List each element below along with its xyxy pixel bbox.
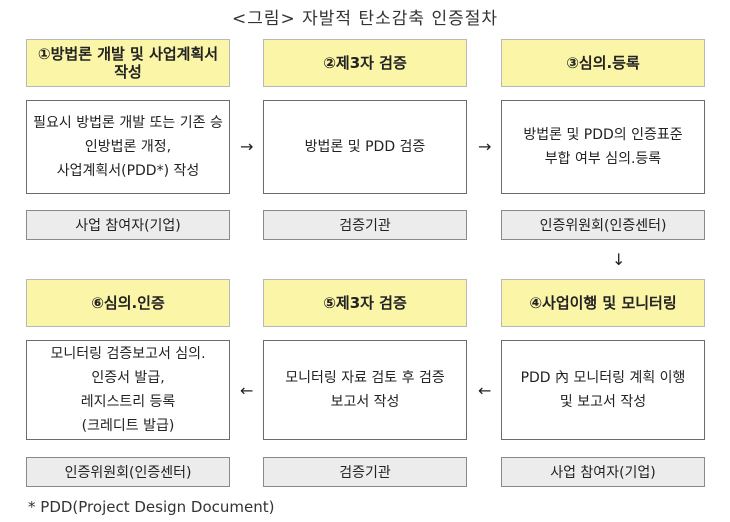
step-3-description: 방법론 및 PDD의 인증표준 부합 여부 심의.등록 [501, 100, 705, 194]
step-6-description: 모니터링 검증보고서 심의. 인증서 발급, 레지스트리 등록 (크레디트 발급… [26, 340, 230, 440]
arrow-left-icon: ← [478, 381, 492, 400]
step-4-description: PDD 內 모니터링 계획 이행 및 보고서 작성 [501, 340, 705, 440]
step-5-actor: 검증기관 [263, 457, 467, 487]
step-1-actor: 사업 참여자(기업) [26, 210, 230, 240]
arrow-right-icon: → [240, 137, 254, 156]
step-2-description: 방법론 및 PDD 검증 [263, 100, 467, 194]
step-1-header: ①방법론 개발 및 사업계획서 작성 [26, 39, 230, 87]
step-5-header: ⑤제3자 검증 [263, 279, 467, 327]
arrow-right-icon: → [478, 137, 492, 156]
step-5-description: 모니터링 자료 검토 후 검증 보고서 작성 [263, 340, 467, 440]
step-6-header: ⑥심의.인증 [26, 279, 230, 327]
step-2-actor: 검증기관 [263, 210, 467, 240]
step-6-actor: 인증위원회(인증센터) [26, 457, 230, 487]
step-4-header: ④사업이행 및 모니터링 [501, 279, 705, 327]
step-3-actor: 인증위원회(인증센터) [501, 210, 705, 240]
footnote: * PDD(Project Design Document) [28, 498, 275, 516]
diagram-title: <그림> 자발적 탄소감축 인증절차 [231, 9, 499, 29]
arrow-left-icon: ← [240, 381, 254, 400]
step-4-actor: 사업 참여자(기업) [501, 457, 705, 487]
step-3-header: ③심의.등록 [501, 39, 705, 87]
step-1-description: 필요시 방법론 개발 또는 기존 승인방법론 개정, 사업계획서(PDD*) 작… [26, 100, 230, 194]
arrow-down-icon: ↓ [612, 250, 626, 269]
step-2-header: ②제3자 검증 [263, 39, 467, 87]
